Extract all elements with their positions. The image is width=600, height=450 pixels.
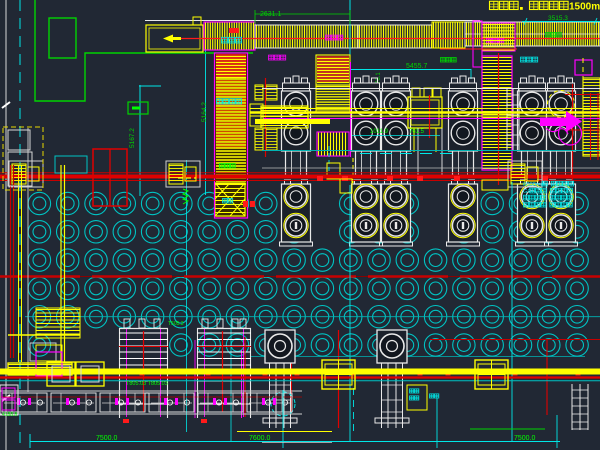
svg-text:3515.3: 3515.3: [548, 15, 568, 22]
svg-text:76.1: 76.1: [376, 72, 382, 84]
svg-text:1011.9: 1011.9: [370, 129, 389, 135]
svg-text:5164.2: 5164.2: [201, 102, 208, 122]
svg-text:5167.2: 5167.2: [129, 128, 136, 148]
svg-text:T505.3: T505.3: [168, 321, 184, 327]
svg-text:6000mm: 6000mm: [523, 182, 546, 188]
svg-text:761.5: 761.5: [409, 129, 425, 135]
svg-text:7600.0: 7600.0: [249, 435, 271, 442]
svg-text:GO: GO: [523, 189, 533, 195]
svg-text:4188.8: 4188.8: [2, 412, 18, 418]
svg-text:7500.0: 7500.0: [96, 435, 118, 442]
svg-text:2631.1: 2631.1: [260, 11, 282, 18]
svg-text:1500m: 1500m: [569, 2, 600, 13]
svg-text:T805.03 T805.03: T805.03 T805.03: [126, 381, 168, 387]
svg-text:7500.0: 7500.0: [514, 435, 536, 442]
svg-text:5455.7: 5455.7: [406, 63, 428, 70]
